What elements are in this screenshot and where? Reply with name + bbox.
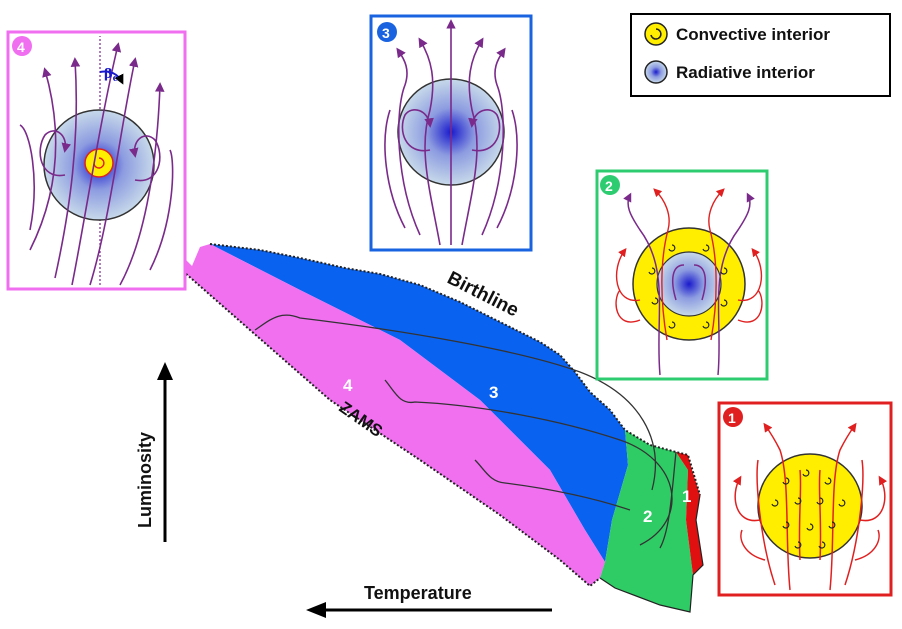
radiative-core <box>656 251 722 317</box>
region-2-label: 2 <box>643 507 652 526</box>
region-4-area <box>168 244 605 586</box>
spiral-icon <box>816 497 824 505</box>
panel-2: 2 <box>595 169 769 381</box>
evolutionary-tracks <box>254 314 677 549</box>
panel-3-number-badge <box>377 22 397 42</box>
region-2-area <box>600 430 693 612</box>
spiral-icon <box>794 497 802 505</box>
region-bottom-edge <box>599 494 704 613</box>
convective-star <box>757 453 863 559</box>
track-line <box>254 314 656 491</box>
spiral-icon <box>828 521 836 529</box>
panel-4-number: 4 <box>17 39 25 55</box>
birthline-curve <box>209 243 701 496</box>
region-1-label: 1 <box>682 487 691 506</box>
convective-core <box>84 148 114 178</box>
spiral-icon <box>648 267 656 275</box>
legend: Convective interior Radiative interior <box>630 13 891 97</box>
radiative-legend-icon <box>644 60 668 84</box>
panel-2-number-badge <box>600 175 620 195</box>
zams-curve <box>167 257 601 588</box>
spiral-icon <box>651 297 659 305</box>
field-lines-tilted <box>19 42 174 286</box>
spiral-icon <box>782 477 790 485</box>
spiral-icon <box>824 477 832 485</box>
region-1-area <box>676 452 703 575</box>
luminosity-axis-label: Luminosity <box>135 432 155 528</box>
spiral-icon <box>802 469 810 477</box>
spiral-icon <box>794 541 802 549</box>
spiral-icon <box>668 244 676 252</box>
spiral-icon <box>838 499 846 507</box>
hr-regions <box>168 244 703 612</box>
spiral-icon <box>818 541 826 549</box>
spiral-icon <box>806 523 814 531</box>
panel-2-number: 2 <box>605 178 613 194</box>
region-3-area <box>210 244 628 562</box>
spiral-icon <box>720 299 728 307</box>
legend-convective-label: Convective interior <box>676 25 830 44</box>
luminosity-axis: Luminosity <box>135 362 173 542</box>
panel-4: 4 βc <box>6 30 187 291</box>
convective-cells <box>771 469 846 549</box>
track-line <box>659 451 677 549</box>
region-3-label: 3 <box>489 383 498 402</box>
convective-legend-icon <box>644 22 668 46</box>
panel-1-number-badge <box>723 407 743 427</box>
spiral-icon <box>93 157 105 169</box>
tilt-angle-arc <box>99 70 124 85</box>
panel-3: 3 <box>369 14 533 252</box>
spiral-icon <box>782 521 790 529</box>
field-lines-red <box>615 188 763 341</box>
temperature-axis: Temperature <box>306 583 552 618</box>
panel-1-number: 1 <box>728 410 736 426</box>
convective-cells <box>648 244 728 329</box>
spiral-icon <box>650 28 662 40</box>
spiral-icon <box>720 267 728 275</box>
spiral-icon <box>668 321 676 329</box>
field-lines-dipole <box>384 19 518 246</box>
temperature-axis-label: Temperature <box>364 583 472 603</box>
track-line <box>474 459 631 511</box>
spiral-icon <box>771 499 779 507</box>
region-4-label: 4 <box>343 376 353 395</box>
panel-4-number-badge <box>12 36 32 56</box>
panel-1: 1 <box>717 401 893 597</box>
legend-radiative-label: Radiative interior <box>676 63 815 82</box>
spiral-icon <box>702 321 710 329</box>
tilt-angle-label: βc <box>104 67 119 84</box>
panel-3-number: 3 <box>382 25 390 41</box>
field-lines-purple <box>623 192 755 376</box>
spiral-icon <box>702 244 710 252</box>
